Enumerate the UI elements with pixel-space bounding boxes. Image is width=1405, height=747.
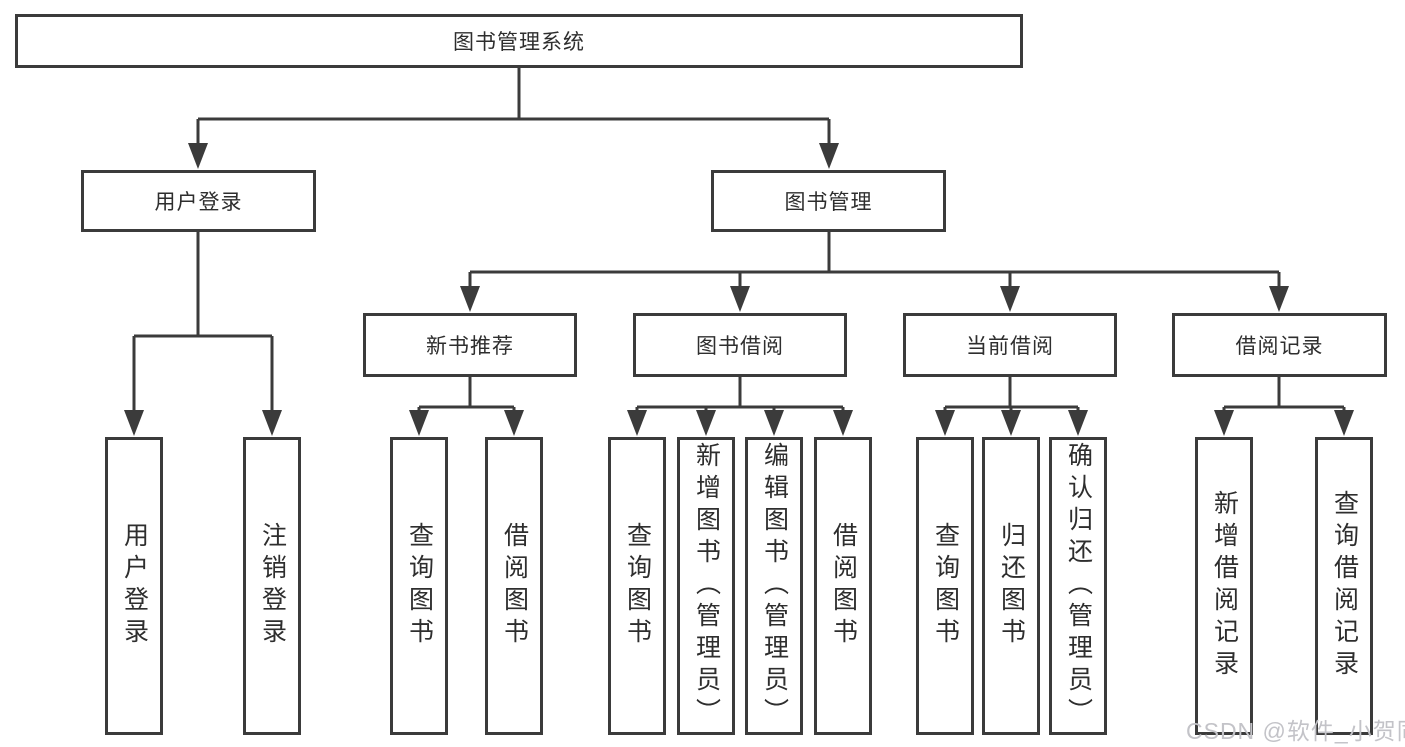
- leaf-return-books-label: 归还图书: [997, 522, 1026, 650]
- leaf-user-login-label: 用户登录: [120, 522, 149, 650]
- node-book-borrow-label: 图书借阅: [696, 335, 784, 358]
- leaf-query-borrow-record: 查询借阅记录: [1315, 437, 1373, 735]
- branch-book-management-label: 图书管理: [784, 191, 873, 214]
- node-borrow-records-label: 借阅记录: [1235, 335, 1324, 358]
- leaf-borrow-books-recommend-label: 借阅图书: [500, 522, 529, 650]
- node-current-borrow: 当前借阅: [903, 313, 1117, 377]
- branch-user-login-label: 用户登录: [154, 191, 243, 214]
- leaf-add-book-admin-label: 新增图书（管理员）: [692, 442, 721, 730]
- node-borrow-records: 借阅记录: [1172, 313, 1387, 377]
- branch-book-management: 图书管理: [711, 170, 946, 232]
- leaf-query-books-recommend: 查询图书: [390, 437, 448, 735]
- node-book-borrow: 图书借阅: [633, 313, 847, 377]
- branch-user-login: 用户登录: [81, 170, 316, 232]
- leaf-query-books-current: 查询图书: [916, 437, 974, 735]
- leaf-query-books-borrow-label: 查询图书: [623, 522, 652, 650]
- leaf-edit-book-admin: 编辑图书（管理员）: [745, 437, 803, 735]
- node-new-book-recommend: 新书推荐: [363, 313, 577, 377]
- leaf-borrow-books-recommend: 借阅图书: [485, 437, 543, 735]
- leaf-confirm-return-admin-label: 确认归还（管理员）: [1064, 442, 1093, 730]
- watermark: CSDN @软件_小贺同学: [1186, 718, 1405, 744]
- leaf-add-borrow-record: 新增借阅记录: [1195, 437, 1253, 735]
- leaf-logout-label: 注销登录: [258, 522, 287, 650]
- arrowhead-group: [124, 143, 1354, 436]
- node-current-borrow-label: 当前借阅: [966, 335, 1054, 358]
- leaf-query-books-borrow: 查询图书: [608, 437, 666, 735]
- leaf-logout: 注销登录: [243, 437, 301, 735]
- leaf-confirm-return-admin: 确认归还（管理员）: [1049, 437, 1107, 735]
- leaf-user-login: 用户登录: [105, 437, 163, 735]
- node-root-label: 图书管理系统: [453, 31, 585, 54]
- leaf-query-books-recommend-label: 查询图书: [405, 522, 434, 650]
- node-root: 图书管理系统: [15, 14, 1023, 68]
- leaf-add-book-admin: 新增图书（管理员）: [677, 437, 735, 735]
- leaf-add-borrow-record-label: 新增借阅记录: [1210, 490, 1239, 682]
- leaf-return-books: 归还图书: [982, 437, 1040, 735]
- node-new-book-recommend-label: 新书推荐: [426, 335, 514, 358]
- leaf-borrow-books-borrow-label: 借阅图书: [829, 522, 858, 650]
- leaf-borrow-books-borrow: 借阅图书: [814, 437, 872, 735]
- leaf-query-books-current-label: 查询图书: [931, 522, 960, 650]
- leaf-query-borrow-record-label: 查询借阅记录: [1330, 490, 1359, 682]
- leaf-edit-book-admin-label: 编辑图书（管理员）: [760, 442, 789, 730]
